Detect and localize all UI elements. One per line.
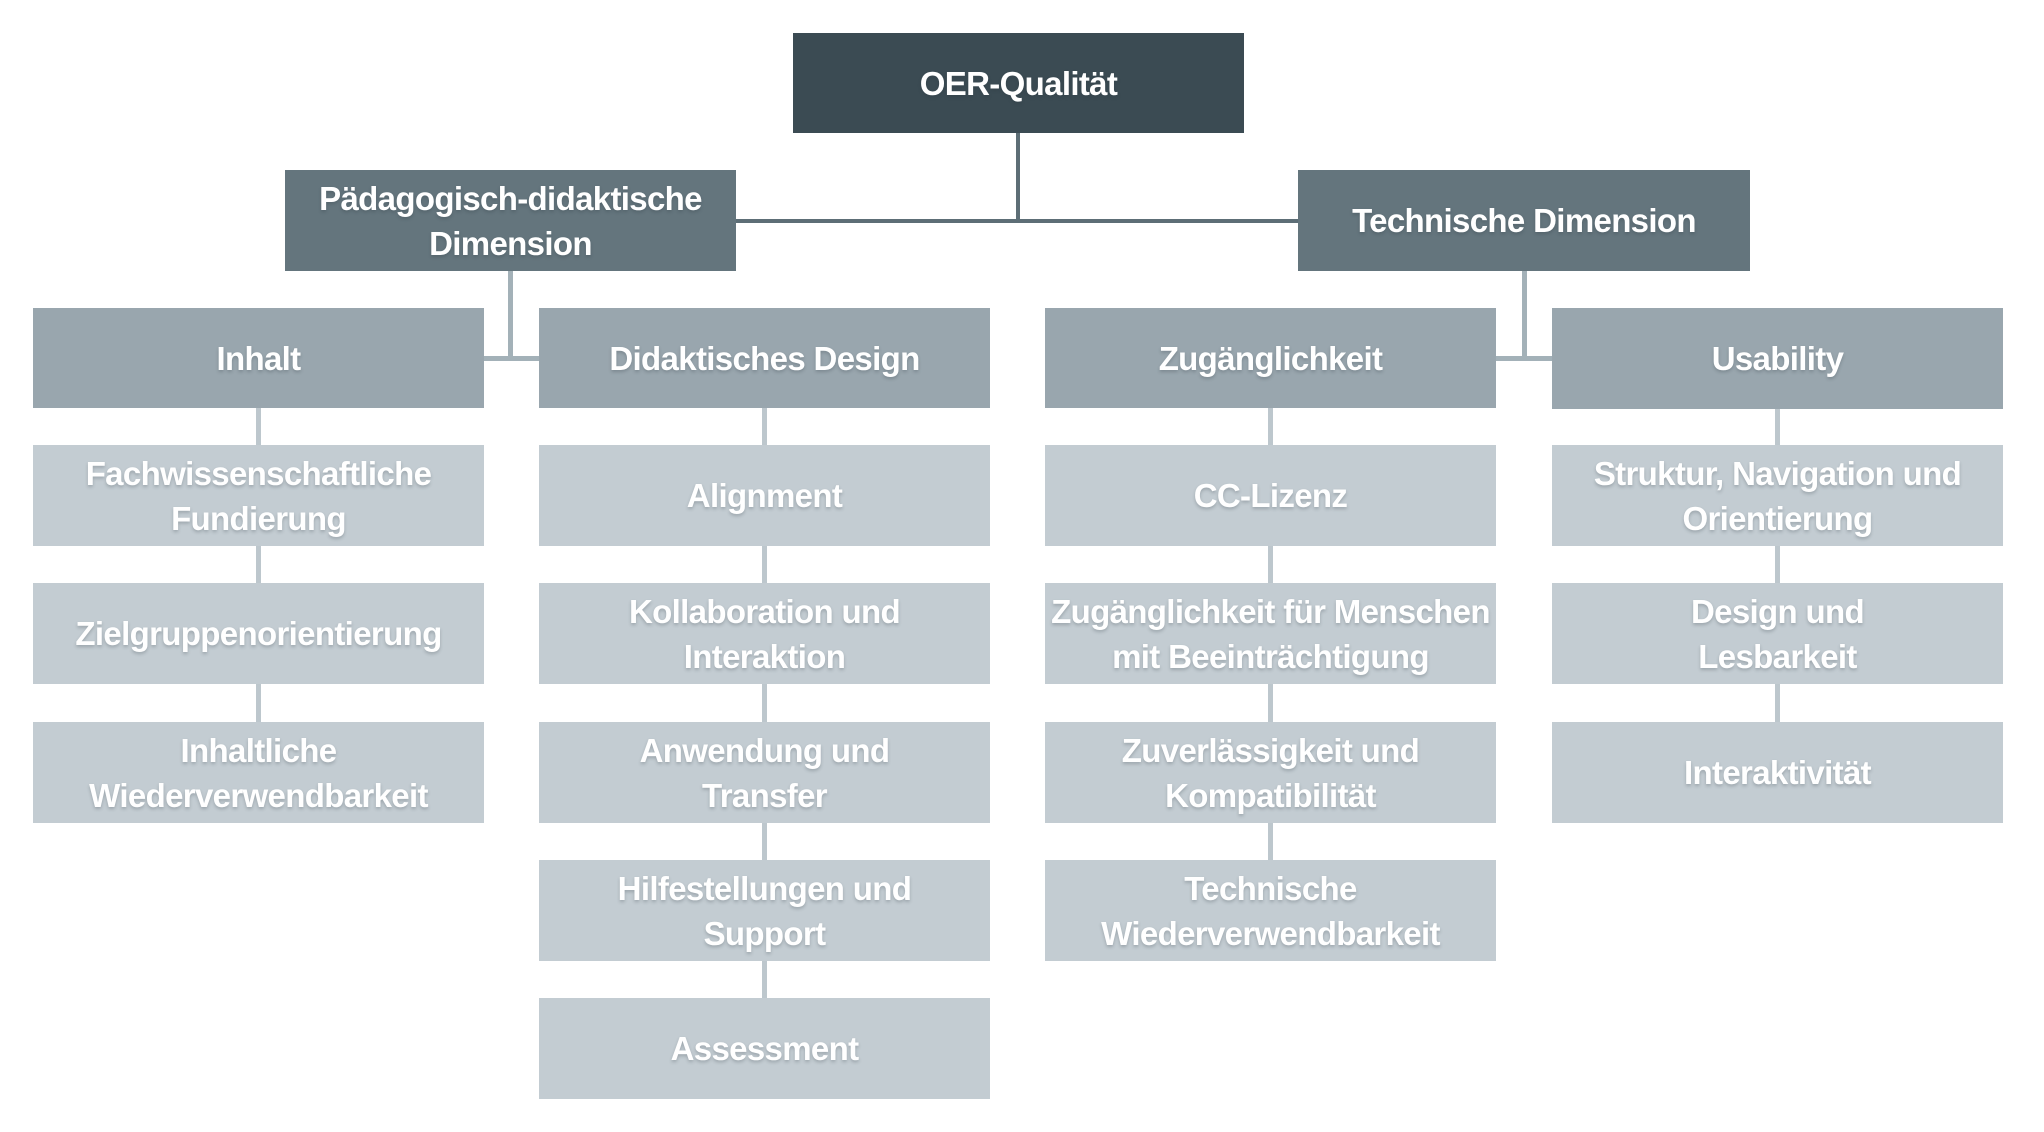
node-inhalt: Inhalt bbox=[33, 308, 484, 408]
connector-line bbox=[762, 546, 767, 583]
node-didaktisches-design: Didaktisches Design bbox=[539, 308, 990, 408]
connector-line bbox=[762, 961, 767, 998]
connector-line bbox=[1268, 684, 1273, 722]
connector-inhalt-didaktisch-bridge bbox=[484, 356, 539, 361]
connector-line bbox=[256, 408, 261, 445]
connector-paedagogisch-stem bbox=[508, 270, 513, 361]
node-hilfestellungen-und-support: Hilfestellungen und Support bbox=[539, 860, 990, 961]
node-fachwissenschaftliche-fundierung: Fachwissenschaftliche Fundierung bbox=[33, 445, 484, 546]
node-oer-qualitaet: OER-Qualität bbox=[793, 33, 1244, 133]
node-zugaenglichkeit: Zugänglichkeit bbox=[1045, 308, 1496, 408]
connector-technisch-stem bbox=[1522, 271, 1527, 361]
connector-line bbox=[762, 684, 767, 722]
connector-line bbox=[1268, 408, 1273, 445]
node-technische-wiederverwendbarkeit: Technische Wiederverwendbarkeit bbox=[1045, 860, 1496, 961]
node-technische-dimension: Technische Dimension bbox=[1298, 170, 1750, 271]
node-kollaboration-und-interaktion: Kollaboration und Interaktion bbox=[539, 583, 990, 684]
node-paedagogisch-didaktische-dimension: Pädagogisch-didaktische Dimension bbox=[285, 170, 736, 271]
node-struktur-navigation-orientierung: Struktur, Navigation und Orientierung bbox=[1552, 445, 2003, 546]
node-zielgruppenorientierung: Zielgruppenorientierung bbox=[33, 583, 484, 684]
node-interaktivitaet: Interaktivität bbox=[1552, 722, 2003, 823]
node-inhaltliche-wiederverwendbarkeit: Inhaltliche Wiederverwendbarkeit bbox=[33, 722, 484, 823]
connector-dimensions-crossbar bbox=[736, 219, 1298, 223]
node-design-und-lesbarkeit: Design und Lesbarkeit bbox=[1552, 583, 2003, 684]
connector-line bbox=[1268, 823, 1273, 860]
node-assessment: Assessment bbox=[539, 998, 990, 1099]
connector-line bbox=[1268, 546, 1273, 583]
connector-line bbox=[762, 823, 767, 860]
connector-line bbox=[1775, 409, 1780, 445]
connector-line bbox=[1775, 684, 1780, 722]
connector-root-trunk bbox=[1016, 133, 1020, 223]
connector-line bbox=[256, 546, 261, 583]
node-zuverlaessigkeit-und-kompatibilitaet: Zuverlässigkeit und Kompatibilität bbox=[1045, 722, 1496, 823]
connector-zugaenglichkeit-usability-bridge bbox=[1496, 356, 1552, 361]
connector-line bbox=[1775, 546, 1780, 583]
node-zugaenglichkeit-fuer-menschen: Zugänglichkeit für Menschen mit Beeinträ… bbox=[1045, 583, 1496, 684]
node-anwendung-und-transfer: Anwendung und Transfer bbox=[539, 722, 990, 823]
node-alignment: Alignment bbox=[539, 445, 990, 546]
connector-line bbox=[762, 408, 767, 445]
connector-line bbox=[256, 684, 261, 722]
node-cc-lizenz: CC-Lizenz bbox=[1045, 445, 1496, 546]
node-usability: Usability bbox=[1552, 308, 2003, 409]
